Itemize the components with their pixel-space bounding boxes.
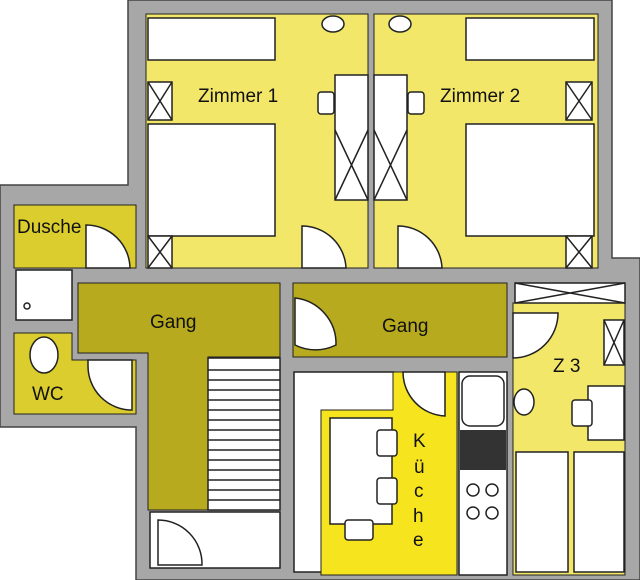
cabinet-icon (565, 235, 593, 269)
label-z3: Z 3 (553, 356, 580, 377)
label-kueche: h (413, 506, 424, 527)
label-kueche: K (413, 431, 426, 452)
chair-icon (571, 399, 593, 427)
bed (515, 451, 569, 573)
door-arc (87, 359, 133, 411)
door-arc (85, 224, 131, 269)
label-kueche: e (413, 530, 424, 551)
door-arc (294, 297, 337, 351)
desk-icon (373, 74, 408, 201)
chair-icon (376, 477, 398, 505)
desk-icon (587, 385, 625, 441)
bed (147, 123, 276, 237)
sink-icon (513, 388, 535, 416)
chair-icon (344, 519, 374, 541)
door-arc (157, 519, 203, 566)
door-arc (301, 225, 347, 269)
label-gang-left: Gang (150, 312, 196, 333)
sink-icon (461, 375, 505, 427)
cabinet-icon (147, 235, 173, 269)
label-kueche: c (414, 481, 424, 502)
label-gang-right: Gang (382, 316, 428, 337)
wardrobe (147, 17, 276, 61)
bed (465, 123, 595, 237)
sink-icon (388, 15, 412, 33)
label-dusche: Dusche (17, 217, 81, 238)
cabinet-icon (603, 319, 625, 366)
staircase (207, 357, 281, 511)
chair-icon (317, 91, 335, 115)
label-wc: WC (32, 384, 64, 405)
drainboard (460, 430, 506, 470)
sink-icon (321, 15, 345, 33)
desk-icon (334, 74, 369, 201)
chair-icon (407, 91, 425, 115)
shower-tray (15, 269, 73, 321)
stove-icon (466, 483, 499, 520)
bed (573, 451, 625, 573)
door-arc (512, 312, 559, 359)
door-arc (397, 225, 443, 269)
cabinet-icon (565, 81, 593, 121)
chair-icon (376, 429, 398, 457)
cabinet-icon (514, 282, 626, 304)
label-zimmer-2: Zimmer 2 (440, 86, 520, 107)
cabinet-icon (147, 81, 173, 121)
label-zimmer-1: Zimmer 1 (198, 86, 278, 107)
drain-icon (23, 302, 31, 310)
label-kueche: ü (414, 457, 425, 478)
wardrobe (465, 17, 595, 61)
door-arc (402, 371, 446, 417)
toilet-icon (29, 336, 59, 374)
